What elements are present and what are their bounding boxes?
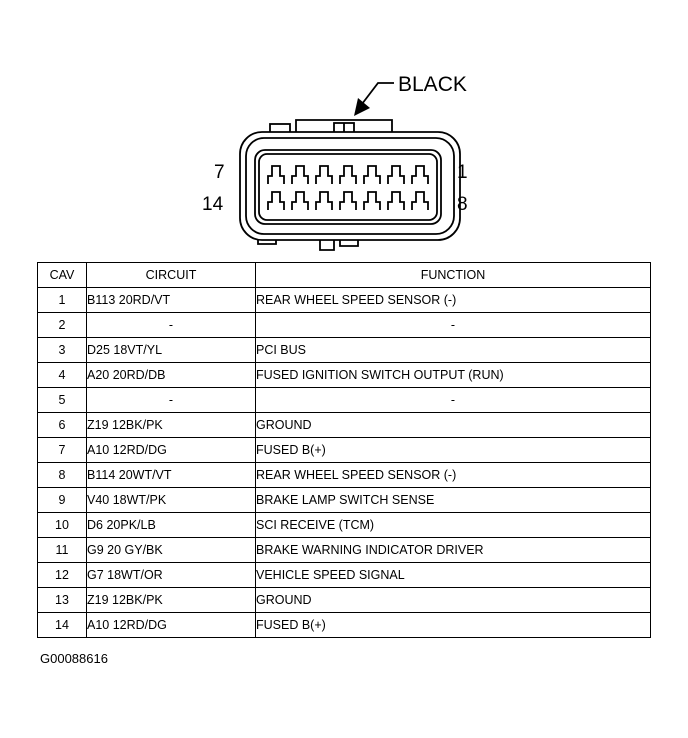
circuit-cell: Z19 12BK/PK (86, 412, 256, 438)
pin-label-bottom-right: 8 (457, 194, 468, 215)
circuit-cell: A10 12RD/DG (86, 437, 256, 463)
circuit-cell: G9 20 GY/BK (86, 537, 256, 563)
function-cell: GROUND (255, 412, 651, 438)
connector-diagram: BLACK 7 1 14 (202, 73, 468, 251)
cav-cell: 11 (37, 537, 87, 563)
header-function: FUNCTION (255, 262, 651, 288)
table-row: 11 G9 20 GY/BK BRAKE WARNING INDICATOR D… (37, 537, 651, 563)
cav-cell: 6 (37, 412, 87, 438)
pin-label-top-left: 7 (214, 162, 225, 183)
cav-cell: 9 (37, 487, 87, 513)
function-cell: FUSED B(+) (255, 437, 651, 463)
cav-cell: 4 (37, 362, 87, 388)
table-row: 12 G7 18WT/OR VEHICLE SPEED SIGNAL (37, 562, 651, 588)
table-row: 13 Z19 12BK/PK GROUND (37, 587, 651, 613)
table-row: 14 A10 12RD/DG FUSED B(+) (37, 612, 651, 638)
function-cell: GROUND (255, 587, 651, 613)
table-row: 1 B113 20RD/VT REAR WHEEL SPEED SENSOR (… (37, 287, 651, 313)
function-cell: - (255, 312, 651, 338)
table-row: 7 A10 12RD/DG FUSED B(+) (37, 437, 651, 463)
cav-cell: 2 (37, 312, 87, 338)
header-circuit: CIRCUIT (86, 262, 256, 288)
cav-cell: 5 (37, 387, 87, 413)
table-row: 2 - - (37, 312, 651, 338)
circuit-cell: - (86, 387, 256, 413)
cav-cell: 7 (37, 437, 87, 463)
circuit-cell: Z19 12BK/PK (86, 587, 256, 613)
circuit-cell: D25 18VT/YL (86, 337, 256, 363)
pin-label-bottom-left: 14 (202, 194, 224, 215)
table-row: 5 - - (37, 387, 651, 413)
function-cell: - (255, 387, 651, 413)
cav-cell: 13 (37, 587, 87, 613)
circuit-cell: A10 12RD/DG (86, 612, 256, 638)
connector-body (239, 119, 461, 251)
cav-cell: 8 (37, 462, 87, 488)
pin-label-top-right: 1 (457, 162, 468, 183)
circuit-cell: - (86, 312, 256, 338)
cav-cell: 1 (37, 287, 87, 313)
table-row: 8 B114 20WT/VT REAR WHEEL SPEED SENSOR (… (37, 462, 651, 488)
header-cav: CAV (37, 262, 87, 288)
cav-cell: 12 (37, 562, 87, 588)
circuit-cell: B114 20WT/VT (86, 462, 256, 488)
function-cell: FUSED B(+) (255, 612, 651, 638)
label-arrow (354, 82, 394, 116)
table-header-row: CAV CIRCUIT FUNCTION (37, 262, 651, 288)
cav-cell: 10 (37, 512, 87, 538)
cav-cell: 14 (37, 612, 87, 638)
pinout-table: CAV CIRCUIT FUNCTION 1 B113 20RD/VT REAR… (37, 262, 651, 638)
circuit-cell: A20 20RD/DB (86, 362, 256, 388)
function-cell: REAR WHEEL SPEED SENSOR (-) (255, 462, 651, 488)
table-row: 6 Z19 12BK/PK GROUND (37, 412, 651, 438)
figure-id: G00088616 (40, 651, 108, 666)
connector-color-label: BLACK (398, 73, 467, 96)
circuit-cell: D6 20PK/LB (86, 512, 256, 538)
cav-cell: 3 (37, 337, 87, 363)
function-cell: SCI RECEIVE (TCM) (255, 512, 651, 538)
function-cell: BRAKE WARNING INDICATOR DRIVER (255, 537, 651, 563)
function-cell: REAR WHEEL SPEED SENSOR (-) (255, 287, 651, 313)
cavity-grid (267, 165, 429, 210)
function-cell: PCI BUS (255, 337, 651, 363)
circuit-cell: V40 18WT/PK (86, 487, 256, 513)
circuit-cell: B113 20RD/VT (86, 287, 256, 313)
table-row: 3 D25 18VT/YL PCI BUS (37, 337, 651, 363)
table-row: 4 A20 20RD/DB FUSED IGNITION SWITCH OUTP… (37, 362, 651, 388)
table-row: 10 D6 20PK/LB SCI RECEIVE (TCM) (37, 512, 651, 538)
function-cell: FUSED IGNITION SWITCH OUTPUT (RUN) (255, 362, 651, 388)
table-row: 9 V40 18WT/PK BRAKE LAMP SWITCH SENSE (37, 487, 651, 513)
function-cell: VEHICLE SPEED SIGNAL (255, 562, 651, 588)
circuit-cell: G7 18WT/OR (86, 562, 256, 588)
function-cell: BRAKE LAMP SWITCH SENSE (255, 487, 651, 513)
